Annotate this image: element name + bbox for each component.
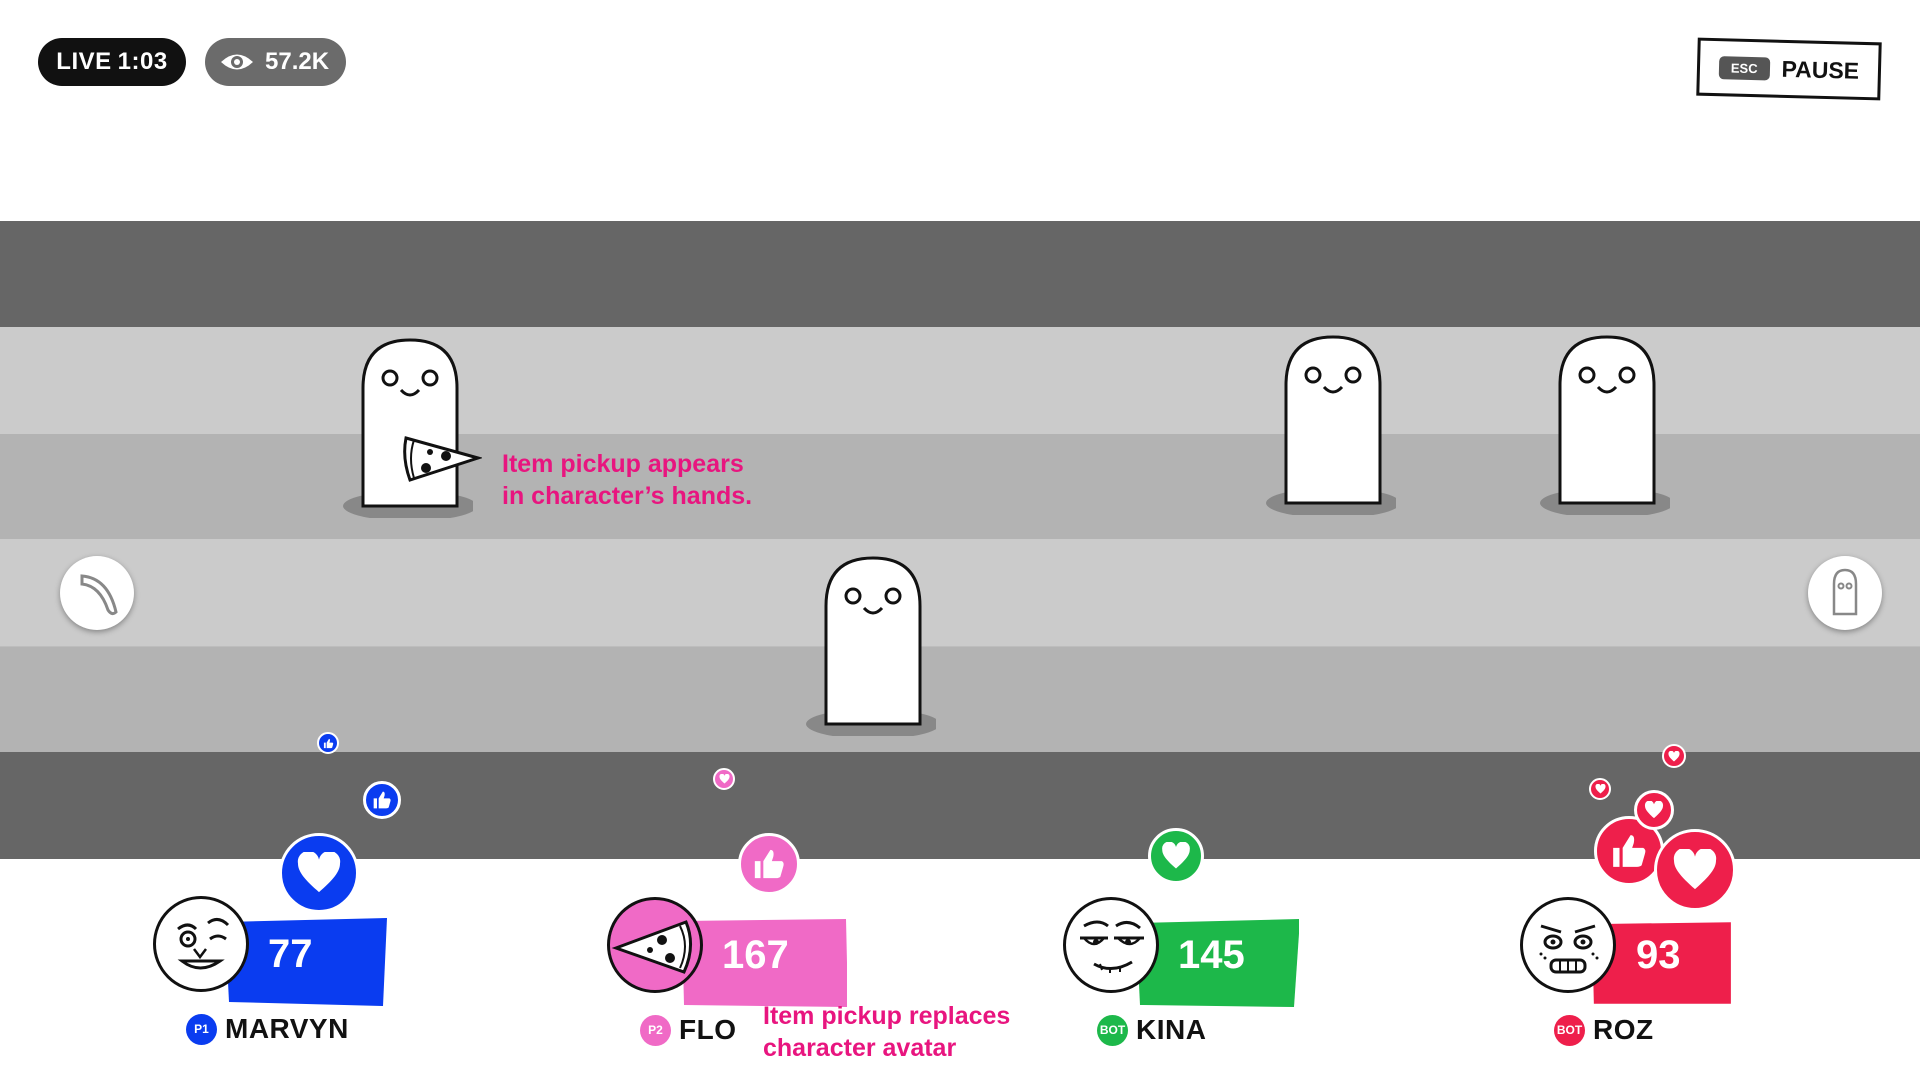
ghost-character: [1540, 335, 1670, 515]
marvyn-face-icon: [177, 918, 230, 970]
ghost-character: [806, 556, 936, 736]
match-timer: 1:03: [117, 48, 168, 75]
thumbs-up-icon: [1613, 835, 1646, 867]
ghost-icon: [1832, 568, 1858, 616]
eye-icon: [221, 54, 253, 70]
pause-label: PAUSE: [1781, 55, 1860, 84]
player-name: ROZ: [1593, 1014, 1654, 1045]
player-card-p2: 167 P2 FLO: [607, 897, 867, 1047]
pause-button[interactable]: ESC PAUSE: [1696, 37, 1882, 101]
reaction-bubble: [317, 732, 339, 754]
player-name-row: BOT ROZ: [1554, 1014, 1654, 1046]
live-label: LIVE: [56, 48, 112, 75]
heart-icon: [718, 774, 730, 784]
lane-3: [0, 539, 1920, 647]
score-bar: [225, 918, 387, 1006]
ghost-character: [343, 338, 473, 518]
player-score: 77: [268, 932, 313, 976]
pizza-slice-icon: [611, 920, 692, 974]
reaction-bubble: [363, 781, 401, 819]
heart-icon: [1673, 849, 1717, 890]
left-item-slot[interactable]: [60, 556, 134, 630]
reaction-bubble: [279, 833, 359, 913]
esc-key-hint: ESC: [1718, 55, 1770, 80]
ghost-character: [1266, 335, 1396, 515]
annotation-pickup-hands: Item pickup appears in character’s hands…: [502, 450, 753, 510]
heart-icon: [1162, 842, 1190, 869]
score-bar: [1136, 919, 1299, 1007]
player-card-kina: 145 BOT KINA: [1063, 897, 1323, 1047]
thumbs-up-icon: [323, 738, 333, 748]
player-name-row: P2 FLO: [640, 1014, 737, 1046]
player-score: 167: [722, 933, 789, 977]
heart-icon: [297, 852, 341, 893]
reaction-bubble: [1589, 778, 1611, 800]
avatar: [1063, 897, 1159, 993]
right-item-slot[interactable]: [1808, 556, 1882, 630]
player-name: KINA: [1136, 1014, 1207, 1045]
avatar: [1520, 897, 1616, 993]
lane-top-wall: [0, 221, 1920, 327]
thumbs-up-icon: [373, 791, 391, 809]
viewer-count: 57.2K: [265, 48, 330, 75]
player-name-row: P1 MARVYN: [186, 1013, 349, 1045]
pizza-slice-icon: [403, 436, 482, 482]
thumbs-up-icon: [754, 849, 784, 879]
avatar: [607, 897, 703, 993]
heart-icon: [1594, 784, 1606, 794]
player-badge: BOT: [1554, 1014, 1585, 1046]
live-timer-pill: LIVE 1:03: [38, 38, 186, 86]
player-score: 145: [1178, 933, 1245, 977]
reaction-bubble: [713, 768, 735, 790]
reaction-bubble: [1634, 790, 1674, 830]
player-card-roz: 93 BOT ROZ: [1520, 897, 1780, 1047]
player-score: 93: [1636, 933, 1681, 977]
annotation-pickup-avatar: Item pickup replaces character avatar: [763, 1002, 1011, 1062]
reaction-bubble: [1662, 744, 1686, 768]
roz-face-icon: [1539, 924, 1599, 974]
reaction-bubble: [1148, 828, 1204, 884]
boomerang-icon: [80, 574, 118, 616]
score-bar: [1592, 922, 1731, 1004]
player-badge: P2: [640, 1014, 671, 1046]
player-badge: P1: [186, 1013, 217, 1045]
heart-icon: [1644, 801, 1664, 819]
avatar: [153, 896, 249, 992]
reaction-bubble: [1654, 829, 1736, 911]
score-bar: [682, 919, 847, 1007]
player-name: MARVYN: [225, 1013, 349, 1044]
player-name-row: BOT KINA: [1097, 1014, 1206, 1046]
heart-icon: [1668, 750, 1680, 761]
player-badge: BOT: [1097, 1014, 1128, 1046]
kina-face-icon: [1080, 920, 1144, 973]
player-card-p1: 77 P1 MARVYN: [153, 896, 413, 1046]
player-name: FLO: [679, 1014, 737, 1045]
viewer-count-pill: 57.2K: [205, 38, 346, 86]
reaction-bubble: [738, 833, 800, 895]
lane-4: [0, 647, 1920, 752]
